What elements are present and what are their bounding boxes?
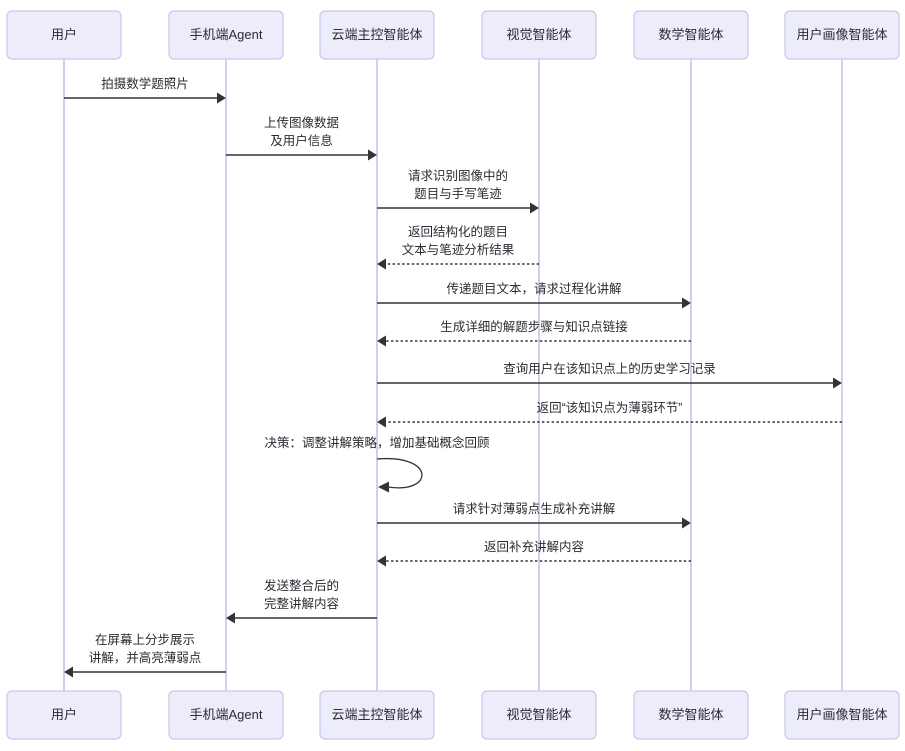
message-11-math-to-cloud: 返回补充讲解内容 [377,539,691,567]
message-arrowhead [368,149,377,161]
message-arrowhead [64,666,73,678]
self-loop-path [376,457,423,489]
message-arrowhead [682,297,691,309]
actor-label-vision: 视觉智能体 [506,27,571,42]
message-label: 上传图像数据 [264,115,339,130]
lifelines-group [63,59,843,691]
message-8-profile-to-cloud: 返回“该知识点为薄弱环节” [377,400,842,428]
actor-box-profile[interactable] [784,690,900,740]
actor-profile-bottom[interactable]: 用户画像智能体 [784,690,900,740]
message-label: 返回补充讲解内容 [484,539,584,554]
message-label: 发送整合后的 [264,578,339,593]
message-label: 生成详细的解题步骤与知识点链接 [440,319,628,334]
actor-box-user[interactable] [6,10,122,60]
actor-math-top[interactable]: 数学智能体 [633,10,749,60]
message-label: 拍摄数学题照片 [101,76,189,91]
message-arrowhead [377,416,386,428]
actor-boxes-top: 用户 手机端Agent 云端主控智能体 视觉智能体 数学智能体 用户画像智能体 [6,10,900,60]
actor-agent-top[interactable]: 手机端Agent [168,10,284,60]
message-label: 完整讲解内容 [264,596,339,611]
message-label: 返回结构化的题目 [408,224,508,239]
message-label: 查询用户在该知识点上的历史学习记录 [503,361,716,376]
message-arrowhead [833,377,842,389]
actor-box-profile[interactable] [784,10,900,60]
message-label: 及用户信息 [270,133,333,148]
actor-label-math: 数学智能体 [658,707,723,722]
actor-vision-top[interactable]: 视觉智能体 [481,10,597,60]
actor-math-bottom[interactable]: 数学智能体 [633,690,749,740]
message-9-cloud-to-cloud: 决策：调整讲解策略，增加基础概念回顾 [264,435,490,493]
actor-label-profile: 用户画像智能体 [796,27,887,42]
message-arrowhead [217,92,226,104]
actor-label-profile: 用户画像智能体 [796,707,887,722]
message-5-cloud-to-math: 传递题目文本，请求过程化讲解 [377,281,691,309]
message-label: 返回“该知识点为薄弱环节” [537,400,683,415]
message-arrowhead [377,335,386,347]
actor-box-user[interactable] [6,690,122,740]
actor-profile-top[interactable]: 用户画像智能体 [784,10,900,60]
actor-label-agent: 手机端Agent [190,707,263,722]
message-label: 请求针对薄弱点生成补充讲解 [453,501,616,516]
actor-box-math[interactable] [633,690,749,740]
actor-user-bottom[interactable]: 用户 [6,690,122,740]
actor-label-agent: 手机端Agent [190,27,263,42]
message-arrowhead [377,258,386,270]
actor-label-user: 用户 [51,27,77,42]
actor-label-vision: 视觉智能体 [506,707,571,722]
self-loop-arrowhead [378,481,389,493]
actor-box-cloud[interactable] [319,10,435,60]
actor-label-cloud: 云端主控智能体 [331,27,422,42]
message-label: 传递题目文本，请求过程化讲解 [446,281,621,296]
message-label: 文本与笔迹分析结果 [402,242,515,257]
actor-box-vision[interactable] [481,690,597,740]
message-7-cloud-to-profile: 查询用户在该知识点上的历史学习记录 [377,361,842,389]
message-arrowhead [377,555,386,567]
actor-boxes-bottom: 用户 手机端Agent 云端主控智能体 视觉智能体 数学智能体 用户画像智能体 [6,690,900,740]
actor-box-vision[interactable] [481,10,597,60]
message-arrowhead [226,612,235,624]
message-label: 题目与手写笔迹 [414,186,502,201]
actor-vision-bottom[interactable]: 视觉智能体 [481,690,597,740]
actor-box-math[interactable] [633,10,749,60]
message-arrowhead [530,202,539,214]
message-label: 请求识别图像中的 [408,168,508,183]
actor-cloud-bottom[interactable]: 云端主控智能体 [319,690,435,740]
actor-box-agent[interactable] [168,690,284,740]
actor-user-top[interactable]: 用户 [6,10,122,60]
actor-cloud-top[interactable]: 云端主控智能体 [319,10,435,60]
message-label: 决策：调整讲解策略，增加基础概念回顾 [264,435,489,450]
messages-group: 拍摄数学题照片上传图像数据及用户信息请求识别图像中的题目与手写笔迹返回结构化的题… [64,76,842,678]
message-10-cloud-to-math: 请求针对薄弱点生成补充讲解 [377,501,691,529]
actor-box-agent[interactable] [168,10,284,60]
message-arrowhead [682,517,691,529]
actor-box-cloud[interactable] [319,690,435,740]
message-label: 讲解，并高亮薄弱点 [89,650,202,665]
actor-label-cloud: 云端主控智能体 [331,707,422,722]
message-6-math-to-cloud: 生成详细的解题步骤与知识点链接 [377,319,691,347]
actor-label-user: 用户 [51,707,77,722]
message-1-user-to-agent: 拍摄数学题照片 [64,76,226,104]
message-label: 在屏幕上分步展示 [95,633,195,647]
actor-label-math: 数学智能体 [658,27,723,42]
actor-agent-bottom[interactable]: 手机端Agent [168,690,284,740]
